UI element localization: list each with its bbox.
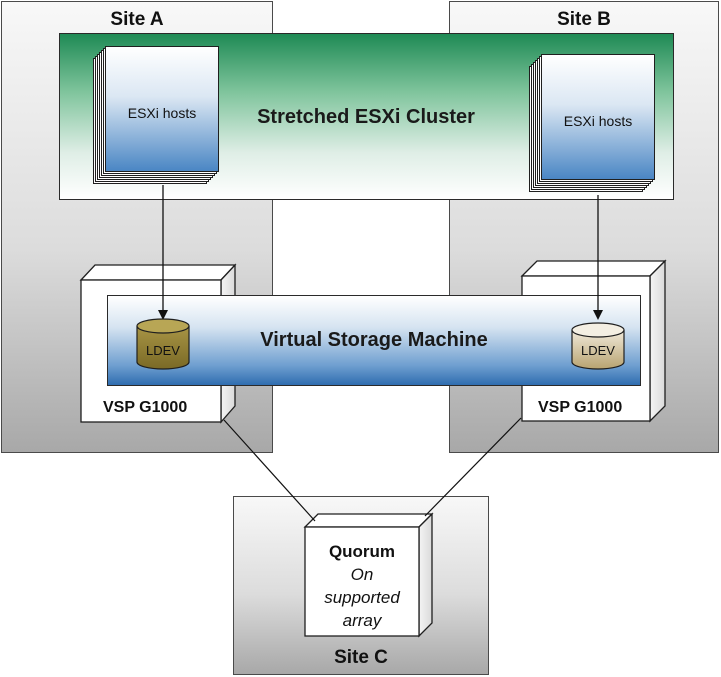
- cluster-title: Stretched ESXi Cluster: [257, 106, 475, 128]
- esxi-host-stack-left: ESXi hosts: [93, 46, 221, 186]
- esxi-host-front-left: ESXi hosts: [105, 46, 219, 172]
- site-a-label: Site A: [110, 9, 164, 30]
- esxi-hosts-label-right: ESXi hosts: [563, 113, 633, 129]
- link-right-array-to-quorum: [424, 417, 522, 517]
- vsm-title: Virtual Storage Machine: [260, 329, 488, 351]
- site-b-label: Site B: [557, 9, 611, 30]
- vsp-label-left: VSP G1000: [103, 399, 188, 416]
- link-left-array-to-quorum: [223, 419, 316, 522]
- ldev-right-label: LDEV: [581, 343, 615, 358]
- quorum-line-2: supported: [324, 588, 400, 607]
- quorum-title: Quorum: [328, 542, 396, 561]
- vsp-label-right: VSP G1000: [538, 399, 623, 416]
- esxi-host-front-right: ESXi hosts: [541, 54, 655, 180]
- esxi-host-stack-right: ESXi hosts: [529, 54, 657, 194]
- quorum-text: Quorum On supported array: [305, 540, 419, 632]
- esxi-hosts-label-left: ESXi hosts: [127, 105, 197, 121]
- virtual-storage-machine-band: [107, 295, 641, 386]
- ldev-right-cylinder: [571, 322, 625, 370]
- quorum-array: [303, 512, 434, 638]
- site-c-label: Site C: [334, 647, 388, 668]
- quorum-line-3: array: [342, 611, 382, 630]
- quorum-line-1: On: [350, 565, 374, 584]
- ldev-left-cylinder: [136, 318, 190, 370]
- ldev-left-label: LDEV: [146, 343, 180, 358]
